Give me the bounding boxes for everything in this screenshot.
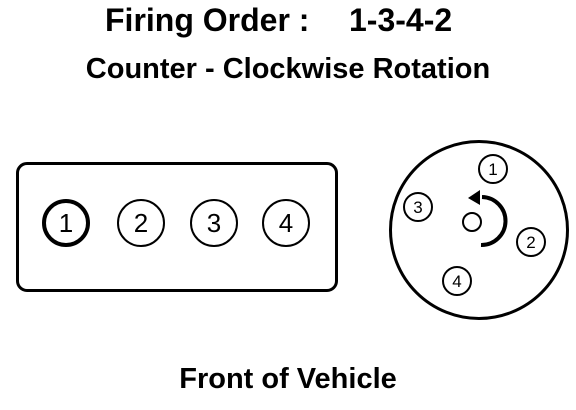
distributor-post-1: 1 bbox=[478, 154, 508, 184]
cylinder-3: 3 bbox=[190, 199, 238, 247]
distributor-rotor bbox=[462, 212, 482, 232]
counter-clockwise-arrow-icon bbox=[468, 190, 508, 248]
cylinder-4: 4 bbox=[262, 199, 310, 247]
distributor-post-2: 2 bbox=[516, 227, 546, 257]
rotation-direction-label: Counter - Clockwise Rotation bbox=[85, 53, 491, 85]
firing-order-label: Firing Order : bbox=[105, 2, 310, 38]
firing-order-value: 1-3-4-2 bbox=[349, 2, 453, 38]
distributor-cap bbox=[389, 140, 569, 320]
cylinder-2: 2 bbox=[117, 199, 165, 247]
distributor-post-4: 4 bbox=[442, 266, 472, 296]
distributor-post-3: 3 bbox=[403, 192, 433, 222]
front-of-vehicle-label: Front of Vehicle bbox=[179, 363, 397, 395]
engine-block bbox=[16, 162, 338, 292]
cylinder-1: 1 bbox=[42, 199, 90, 247]
